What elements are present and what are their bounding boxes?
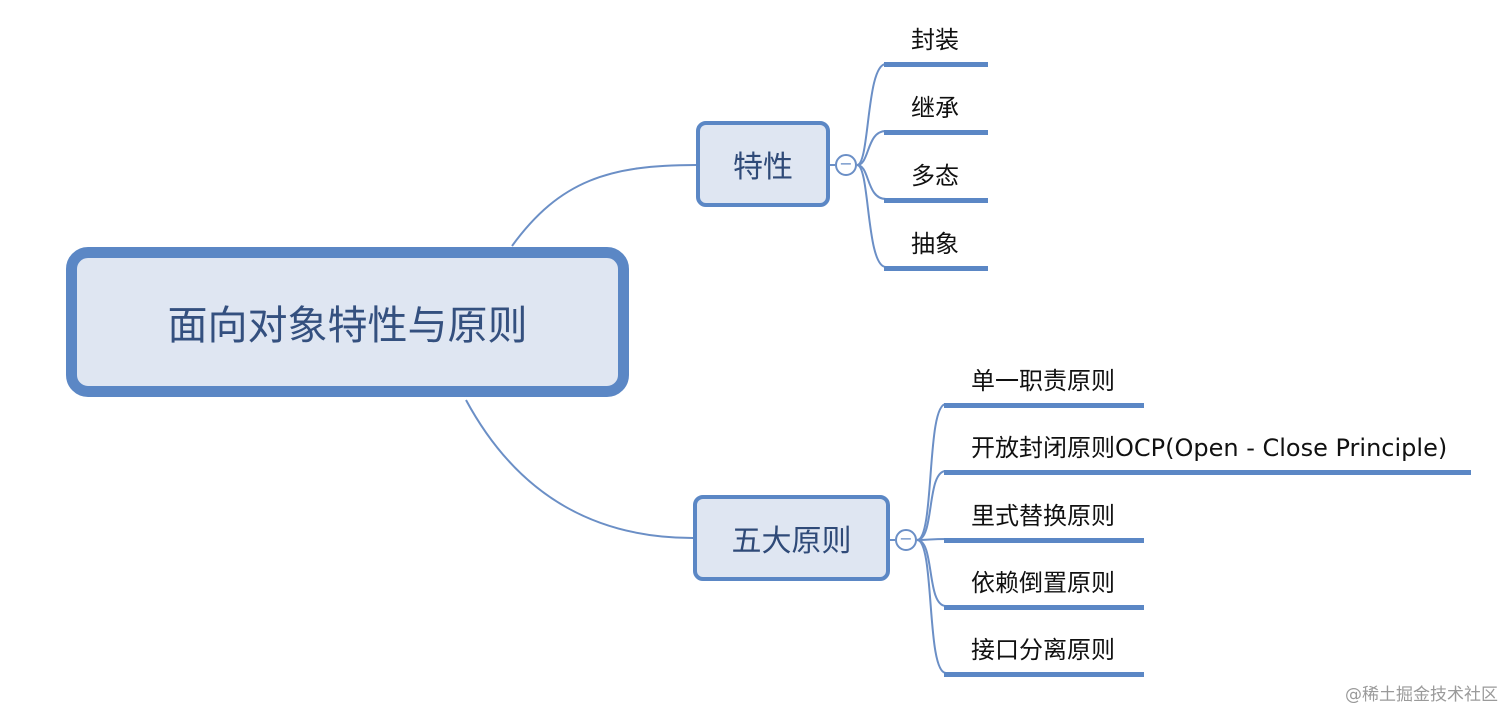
branch-node-features-label: 特性 [733, 150, 793, 185]
connector-leaf-p2 [916, 538, 947, 541]
watermark: @稀土掘金技术社区 [1345, 685, 1498, 705]
root-node[interactable]: 面向对象特性与原则 [66, 247, 629, 397]
connector-leaf-p1 [916, 470, 947, 541]
collapse-principles-button[interactable]: − [895, 529, 917, 551]
connector-leaf-f1 [856, 130, 887, 166]
connector-root-features [511, 164, 697, 247]
leaf-node-interface-segregation[interactable]: 接口分离原则 [944, 630, 1144, 677]
connector-leaf-p0 [916, 403, 947, 541]
connector-leaf-p3 [916, 539, 947, 607]
leaf-node-label: 多态 [911, 162, 959, 190]
leaf-node-label: 开放封闭原则OCP(Open - Close Principle) [971, 434, 1448, 462]
collapse-features-button[interactable]: − [835, 154, 857, 176]
connector-leaf-f3 [856, 164, 887, 268]
leaf-node-label: 单一职责原则 [971, 367, 1115, 395]
branch-node-features[interactable]: 特性 [696, 121, 830, 207]
branch-node-principles-label: 五大原则 [731, 524, 852, 559]
connector-root-principles [465, 399, 694, 539]
leaf-node-label: 里式替换原则 [971, 502, 1115, 530]
branch-node-principles[interactable]: 五大原则 [693, 495, 890, 581]
leaf-node-label: 抽象 [911, 230, 959, 258]
leaf-node-inheritance[interactable]: 继承 [884, 88, 988, 135]
leaf-node-label: 继承 [911, 94, 959, 122]
leaf-node-encapsulation[interactable]: 封装 [884, 20, 988, 67]
leaf-node-open-close[interactable]: 开放封闭原则OCP(Open - Close Principle) [944, 428, 1471, 475]
minus-icon: − [839, 154, 853, 173]
connector-leaf-f0 [856, 63, 887, 166]
leaf-node-label: 封装 [911, 26, 959, 54]
root-node-label: 面向对象特性与原则 [167, 303, 528, 349]
leaf-node-abstraction[interactable]: 抽象 [884, 224, 988, 271]
leaf-node-liskov-substitution[interactable]: 里式替换原则 [944, 496, 1144, 543]
leaf-node-dependency-inversion[interactable]: 依赖倒置原则 [944, 563, 1144, 610]
leaf-node-single-responsibility[interactable]: 单一职责原则 [944, 361, 1144, 408]
leaf-node-polymorphism[interactable]: 多态 [884, 156, 988, 203]
connector-leaf-p4 [916, 539, 947, 674]
leaf-node-label: 依赖倒置原则 [971, 569, 1115, 597]
minus-icon: − [899, 529, 913, 548]
leaf-node-label: 接口分离原则 [971, 636, 1115, 664]
